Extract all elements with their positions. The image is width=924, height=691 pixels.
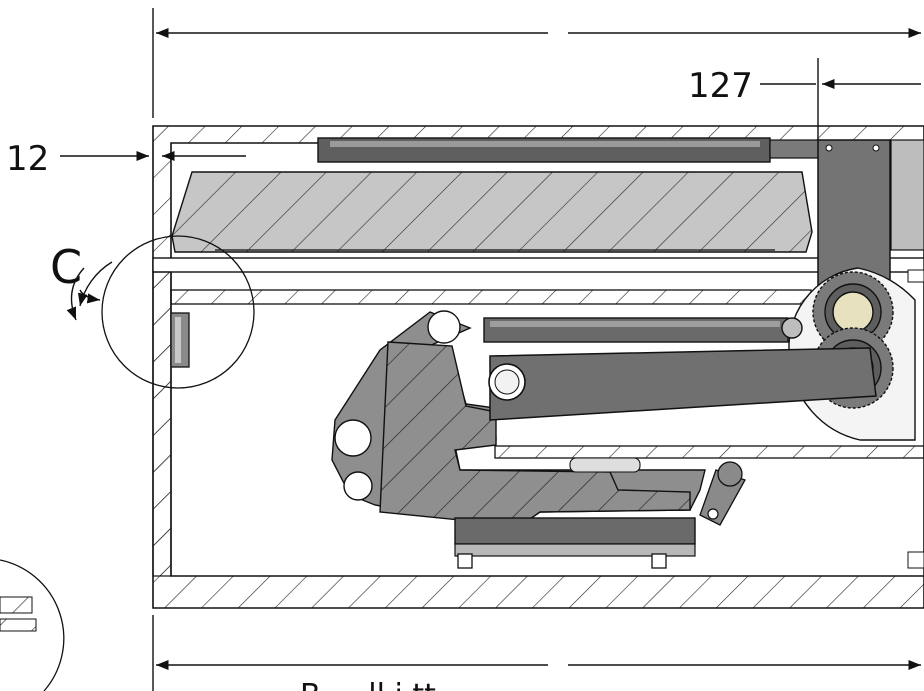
detail-arrow-lower	[79, 289, 101, 304]
housing-section	[152, 125, 924, 609]
detail-view-label: C	[50, 240, 82, 294]
guide-bar	[483, 317, 803, 343]
upper-slab-section	[171, 171, 813, 253]
base-block	[454, 457, 696, 569]
detail-view-marker	[66, 235, 255, 389]
dimension-127-label: 127	[688, 66, 753, 106]
partial-detail-circle	[0, 559, 65, 691]
small-link	[699, 461, 746, 526]
bottom-caption-partial: B ... ll i tt	[300, 678, 436, 691]
dimension-12-label: 12	[6, 139, 49, 179]
top-rail	[317, 137, 821, 163]
long-link-arm	[488, 347, 877, 421]
